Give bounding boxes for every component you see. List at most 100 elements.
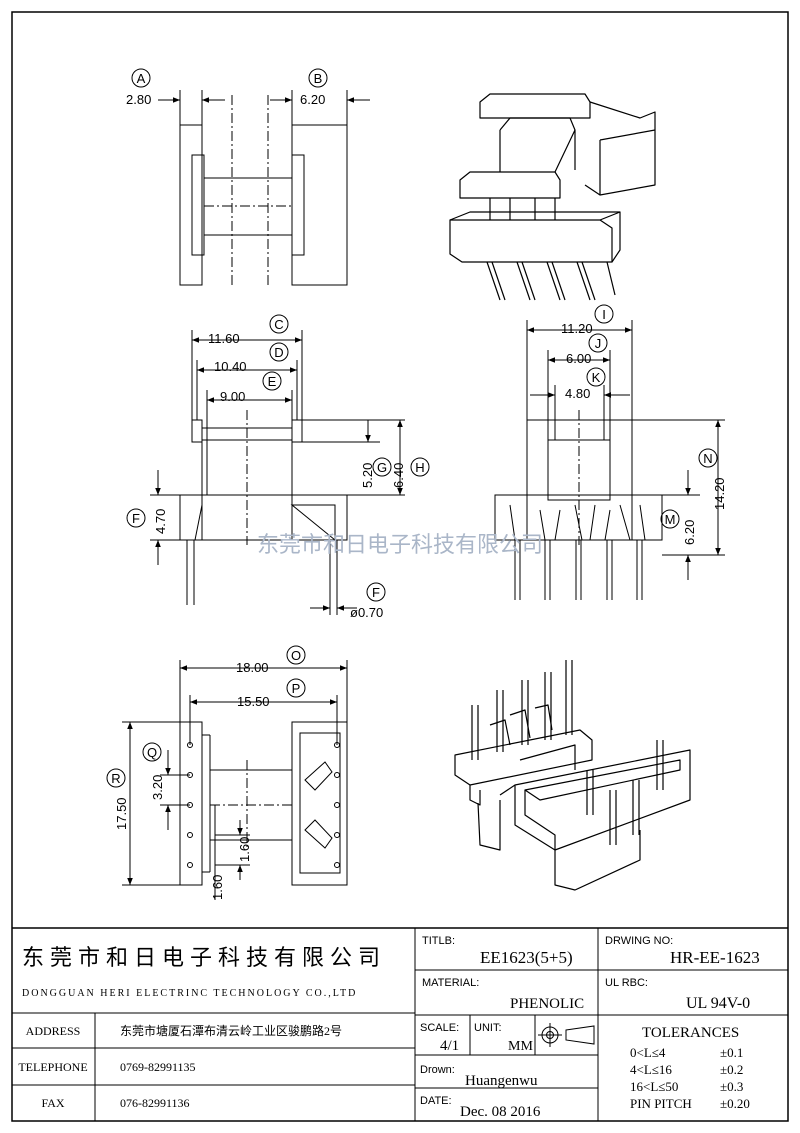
sheet-border [11, 11, 789, 1122]
dim-letter-M: M [665, 512, 676, 527]
title-label: TITLB: [422, 935, 455, 947]
dim-letter-J: J [595, 336, 602, 351]
dim-J: J 6.00 [566, 333, 608, 366]
drawn-value: Huangenwu [465, 1073, 538, 1089]
dim-letter-A: A [137, 71, 146, 86]
dim-C: C 11.60 [208, 314, 289, 346]
dim-value-E: 9.00 [220, 389, 245, 404]
dim-value-A: 2.80 [126, 92, 151, 107]
dim-pin-diameter: Fø0.70 [350, 582, 386, 620]
dim-F: F 4.70 [126, 508, 168, 534]
dim-O: O 18.00 [236, 645, 306, 675]
dim-R: R 17.50 [106, 768, 129, 830]
dim-M: M 6.20 [660, 509, 697, 545]
dim-letter-R: R [111, 771, 120, 786]
date-label: DATE: [420, 1095, 452, 1107]
dim-B: B 6.20 [300, 68, 328, 107]
fax-label: FAX [41, 1096, 64, 1110]
dim-value-K: 4.80 [565, 386, 590, 401]
address-label: ADDRESS [26, 1024, 81, 1038]
date-value: Dec. 08 2016 [460, 1104, 541, 1120]
dim-value-pitch-bottom: 1.60 [210, 875, 225, 900]
dim-value-C: 11.60 [208, 331, 240, 346]
dim-N: N14.20 [698, 448, 727, 510]
dim-value-I: 11.20 [561, 321, 593, 336]
scale-value: 4/1 [440, 1038, 459, 1054]
dim-letter-F: F [132, 511, 140, 526]
material-label: MATERIAL: [422, 977, 479, 989]
dim-value-D: 10.40 [214, 359, 247, 374]
dim-letter-H: H [415, 460, 424, 475]
view-iso-bottom [454, 660, 691, 891]
tol-range-3: 16<L≤50 [630, 1079, 678, 1094]
dim-K: K4.80 [565, 367, 606, 401]
unit-label: UNIT: [474, 1022, 502, 1034]
dim-value-N: 14.20 [712, 477, 727, 510]
dim-value-O: 18.00 [236, 660, 269, 675]
tolerances-label: TOLERANCES [642, 1025, 739, 1041]
dim-letter-C: C [274, 317, 283, 332]
dim-Q: Q 3.20 [142, 742, 165, 800]
tol-range-2: 4<L≤16 [630, 1062, 672, 1077]
title-block-lines [12, 927, 788, 1121]
dim-value-pitch-small: 1.60 [237, 837, 252, 862]
ul-value: UL 94V-0 [686, 995, 750, 1012]
tol-value-4: ±0.20 [720, 1096, 750, 1111]
telephone-label: TELEPHONE [18, 1060, 87, 1074]
dim-value-J: 6.00 [566, 351, 591, 366]
dim-value-P: 15.50 [237, 694, 270, 709]
projection-symbol-icon [538, 1023, 595, 1047]
dim-letter-K: K [592, 370, 601, 385]
dim-letter-Q: Q [147, 745, 157, 760]
dim-letter-P: P [292, 681, 301, 696]
dim-value-B: 6.20 [300, 92, 325, 107]
dim-letter-D: D [274, 345, 283, 360]
dim-value-H: 6.40 [391, 463, 406, 488]
dim-I: I 11.20 [561, 304, 614, 336]
dim-letter-G: G [377, 460, 387, 475]
drawing-no-label: DRWING NO: [605, 935, 673, 947]
dim-P: P 15.50 [237, 678, 306, 709]
material-value: PHENOLIC [510, 996, 584, 1012]
dim-value-R: 17.50 [114, 797, 129, 830]
dim-E: E 9.00 [220, 371, 282, 404]
dim-value-pin: ø0.70 [350, 605, 383, 620]
ul-label: UL RBC: [605, 977, 648, 989]
fax-value: 076-82991136 [120, 1096, 190, 1110]
tol-value-2: ±0.2 [720, 1062, 743, 1077]
dim-letter-E: E [268, 374, 277, 389]
dim-letter-N: N [703, 451, 712, 466]
drawn-label: Drown: [420, 1064, 455, 1076]
scale-label: SCALE: [420, 1022, 459, 1034]
dim-letter-B: B [314, 71, 323, 86]
unit-value: MM [508, 1039, 533, 1054]
dim-letter-pin: F [372, 585, 380, 600]
tol-range-1: 0<L≤4 [630, 1045, 666, 1060]
dim-A: A 2.80 [126, 68, 151, 107]
dim-letter-I: I [602, 307, 606, 322]
company-name-cn: 东莞市和日电子科技有限公司 [22, 945, 386, 970]
company-name-en: DONGGUAN HERI ELECTRINC TECHNOLOGY CO.,L… [22, 988, 357, 999]
dim-D: D 10.40 [214, 342, 289, 374]
view-top [158, 90, 370, 286]
dim-H: H 6.40 [391, 457, 430, 488]
dim-G: G5.20 [360, 457, 392, 488]
title-value: EE1623(5+5) [480, 948, 573, 967]
tol-value-3: ±0.3 [720, 1079, 743, 1094]
address-value: 东莞市塘厦石潭布清云岭工业区骏鹏路2号 [120, 1023, 342, 1038]
dim-value-G: 5.20 [360, 463, 375, 488]
dim-value-F: 4.70 [153, 509, 168, 534]
view-side [494, 320, 725, 600]
watermark: 东莞市和日电子科技有限公司 [257, 533, 543, 558]
tol-value-1: ±0.1 [720, 1045, 743, 1060]
view-iso-top [449, 93, 656, 301]
drawing-no-value: HR-EE-1623 [670, 948, 760, 967]
tol-range-4: PIN PITCH [630, 1096, 692, 1111]
dim-letter-O: O [291, 648, 301, 663]
view-front [150, 330, 405, 615]
view-bottom [122, 660, 348, 900]
dim-value-Q: 3.20 [150, 775, 165, 800]
dim-value-M: 6.20 [682, 520, 697, 545]
